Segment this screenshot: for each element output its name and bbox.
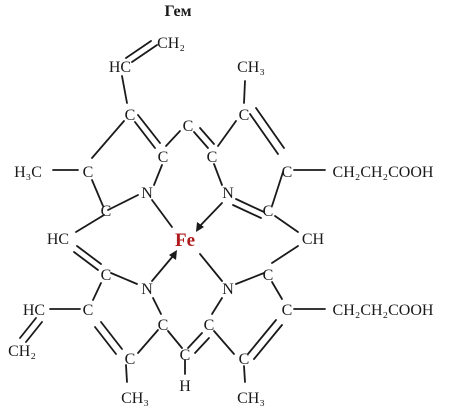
- atom-methyl-left: H₃C: [14, 164, 42, 181]
- bond: [110, 272, 138, 285]
- atom-n-top-left: N: [141, 185, 153, 202]
- bond: [243, 365, 246, 383]
- atom-c-a2: C: [158, 149, 169, 166]
- bond: [213, 330, 235, 355]
- atom-c-meso-bottom: C: [180, 347, 191, 364]
- bond: [271, 245, 299, 264]
- atom-c-d3: C: [204, 317, 215, 334]
- atom-c-c4: C: [125, 351, 136, 368]
- arrowhead: [169, 250, 177, 260]
- bond: [247, 319, 277, 355]
- bond: [211, 297, 223, 315]
- bond: [100, 321, 123, 350]
- bond: [213, 163, 223, 186]
- atom-c-c2: C: [83, 302, 94, 319]
- bond: [167, 330, 183, 349]
- bonds: [19, 40, 326, 383]
- atom-hc-vinyl-top: HC: [109, 59, 131, 76]
- bond: [194, 337, 210, 354]
- bond: [134, 121, 156, 149]
- bond: [253, 324, 283, 360]
- bond: [217, 120, 237, 147]
- bond: [235, 272, 265, 285]
- atom-c-b1: C: [239, 107, 250, 124]
- atom-ch2-vinyl-bottom: CH₂: [8, 343, 36, 360]
- bond: [232, 204, 262, 219]
- bond: [75, 214, 105, 233]
- atom-c-a1: C: [125, 107, 136, 124]
- atom-c-a3: C: [83, 164, 94, 181]
- arrowhead: [196, 222, 204, 232]
- bond: [199, 253, 223, 282]
- bond: [243, 80, 246, 104]
- atom-methyl-bottom-left: CH₃: [121, 390, 149, 407]
- bond: [151, 199, 173, 228]
- bond: [19, 317, 37, 339]
- bond: [137, 329, 159, 354]
- bond: [193, 131, 209, 149]
- bond: [249, 113, 279, 155]
- bond: [274, 215, 299, 233]
- atom-c-c1: C: [101, 267, 112, 284]
- atom-n-top-right: N: [222, 185, 234, 202]
- atom-c-a4: C: [101, 203, 112, 220]
- atom-propionate-upper: CH₂CH₂COOH: [333, 164, 434, 181]
- bond: [125, 364, 128, 383]
- atom-c-d2: C: [282, 302, 293, 319]
- atom-meso-bottom-h: H: [179, 378, 191, 395]
- iron-atom: Fe: [175, 230, 195, 251]
- bond: [76, 245, 102, 265]
- bond: [137, 114, 161, 144]
- bond: [235, 198, 265, 213]
- atom-c-meso-top: C: [183, 118, 194, 135]
- atom-methyl-top-right: CH₃: [237, 59, 265, 76]
- atom-hc-vinyl-bottom: HC: [23, 302, 45, 319]
- atom-labels: Гем CH₂ HC CH₃ C C C C C H₃C C C CH₂CH₂C…: [8, 3, 434, 407]
- bond: [255, 107, 285, 149]
- atom-meso-left: HC: [47, 231, 69, 248]
- bond: [25, 321, 43, 343]
- bond: [91, 120, 125, 159]
- atom-meso-right: CH: [302, 231, 325, 248]
- bond: [94, 326, 117, 355]
- bond: [73, 251, 99, 271]
- atom-c-d4: C: [239, 351, 250, 368]
- bond: [153, 164, 163, 186]
- atom-n-bottom-right: N: [222, 281, 234, 298]
- bond: [197, 202, 223, 229]
- bond: [131, 44, 158, 63]
- bond: [271, 171, 284, 207]
- bond: [121, 75, 128, 104]
- bond: [125, 40, 152, 59]
- bond: [152, 297, 162, 315]
- atom-c-d1: C: [263, 267, 274, 284]
- atom-c-b2: C: [207, 149, 218, 166]
- bond: [199, 127, 215, 145]
- atom-c-b3: C: [282, 164, 293, 181]
- atom-propionate-lower: CH₂CH₂COOH: [333, 302, 434, 319]
- diagram-title: Гем: [165, 3, 192, 20]
- atom-c-c3: C: [158, 317, 169, 334]
- atom-ch2-vinyl-top: CH₂: [157, 35, 185, 52]
- bond: [271, 281, 283, 300]
- atom-methyl-bottom-right: CH₃: [237, 390, 265, 407]
- bond: [91, 179, 104, 207]
- atom-c-b4: C: [263, 203, 274, 220]
- bond: [165, 130, 181, 147]
- atom-n-bottom-left: N: [141, 281, 153, 298]
- bond: [92, 282, 102, 301]
- bond: [107, 194, 139, 211]
- bond: [187, 332, 203, 349]
- bond: [151, 255, 174, 282]
